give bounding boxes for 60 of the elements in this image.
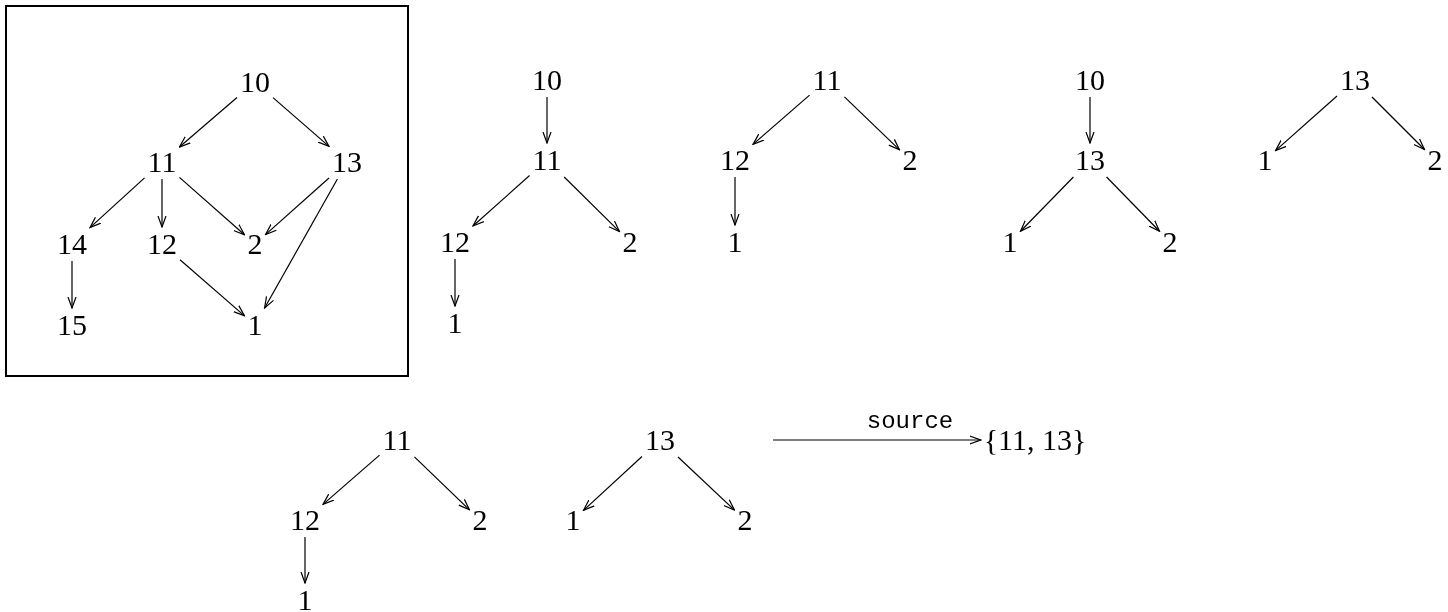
arrow [677, 456, 736, 511]
arrow [300, 536, 310, 584]
node-label: 13 [331, 147, 363, 177]
node-label: 14 [56, 229, 88, 259]
node-label: 13 [1074, 145, 1106, 175]
node-label: 11 [531, 145, 563, 175]
node-label: 2 [736, 505, 754, 535]
frame-box [5, 5, 409, 377]
arrow [772, 435, 982, 445]
arrow [752, 94, 811, 145]
arrow [843, 96, 901, 151]
arrow [264, 178, 338, 309]
node-label: 2 [246, 229, 264, 259]
node-label: 1 [446, 308, 464, 338]
node-label: 11 [146, 147, 178, 177]
arrow [413, 456, 471, 511]
arrow [730, 176, 740, 226]
node-label: 1 [1256, 145, 1274, 175]
node-label: 12 [146, 229, 178, 259]
node-label: 11 [381, 425, 413, 455]
arrow [450, 258, 460, 307]
node-label: 12 [439, 227, 471, 257]
arrow [272, 97, 330, 147]
arrow [1371, 96, 1426, 151]
node-label: 10 [1074, 65, 1106, 95]
node-label: 1 [564, 505, 582, 535]
node-label: 13 [1339, 65, 1371, 95]
node-label: 15 [56, 310, 88, 340]
node-label: 12 [719, 145, 751, 175]
node-label: 1 [1001, 227, 1019, 257]
arrow [582, 455, 643, 511]
node-label: {11, 13} [982, 425, 1088, 455]
arrow [178, 96, 238, 148]
node-label: 12 [289, 505, 321, 535]
node-label: 13 [644, 425, 676, 455]
node-label: 1 [246, 310, 264, 340]
arrow [322, 454, 381, 505]
arrow [1019, 176, 1074, 232]
arrow [563, 176, 621, 233]
node-label: 2 [621, 227, 639, 257]
node-label: 2 [1161, 227, 1179, 257]
node-label: 10 [239, 67, 271, 97]
arrow [67, 260, 77, 309]
node-label: 2 [1426, 145, 1444, 175]
arrow [179, 259, 246, 317]
arrow [178, 176, 246, 236]
arrow [1274, 95, 1338, 152]
arrow [89, 177, 146, 229]
arrow [264, 177, 330, 236]
node-label: 2 [901, 145, 919, 175]
arrow [542, 96, 552, 144]
node-label: 1 [726, 227, 744, 257]
node-label: 11 [811, 65, 843, 95]
node-label: 10 [531, 65, 563, 95]
node-label: 2 [471, 505, 489, 535]
arrow [472, 174, 531, 227]
arrow [1085, 96, 1095, 144]
arrow [157, 178, 167, 228]
arrow [1106, 176, 1161, 232]
node-label: 1 [296, 585, 314, 612]
